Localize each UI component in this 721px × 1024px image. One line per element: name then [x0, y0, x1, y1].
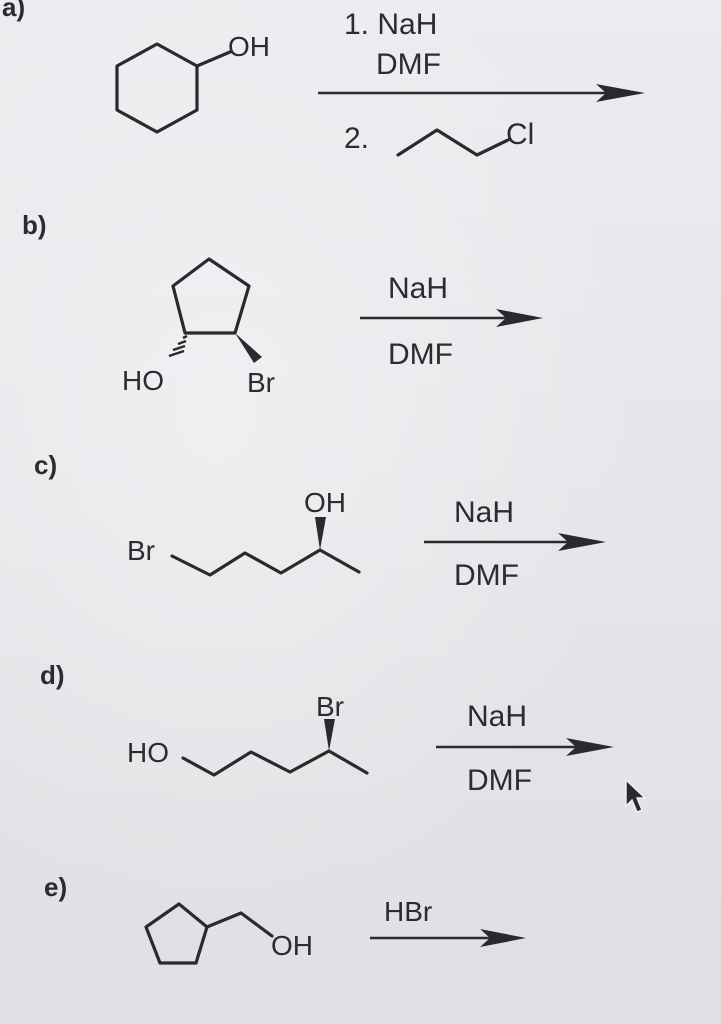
problem-c: c) Br OH NaH DMF	[34, 450, 606, 592]
mouse-cursor-icon	[625, 778, 647, 813]
problem-e: e) OH HBr	[44, 872, 526, 965]
reagent-solvent: DMF	[454, 559, 519, 592]
reagent-step-2-number: 2.	[344, 122, 369, 155]
cyclopentane-ring	[171, 257, 251, 335]
hydroxyl-group-label: HO	[127, 737, 169, 768]
solid-wedge-bond	[324, 719, 335, 751]
c-o-bond	[195, 50, 232, 68]
problem-b: b) HO Br NaH DMF	[22, 210, 543, 398]
carbon-chain	[170, 548, 361, 577]
reagent-solvent: DMF	[467, 764, 532, 797]
bromo-group-label: Br	[316, 691, 344, 722]
hydroxyl-group-label: OH	[271, 930, 313, 961]
reagent-base: NaH	[388, 272, 448, 305]
problem-d: d) HO Br NaH DMF	[40, 660, 647, 813]
reaction-arrowhead	[566, 738, 614, 756]
chloride-group-label: Cl	[506, 118, 534, 151]
hashed-wedge-bond	[168, 334, 188, 358]
reagent-acid: HBr	[384, 896, 432, 927]
problem-c-label: c)	[34, 450, 57, 480]
problem-e-label: e)	[44, 872, 67, 902]
solid-wedge-bond	[235, 333, 262, 363]
reagent-solvent: DMF	[388, 338, 453, 371]
bromo-group-label: Br	[127, 535, 155, 566]
problem-a: a) OH 1. NaH DMF 2. Cl	[2, 0, 645, 157]
reaction-arrowhead	[596, 84, 645, 102]
reaction-arrowhead	[558, 533, 606, 551]
cyclohexane-ring	[115, 42, 199, 134]
hydroxyl-group-label: OH	[304, 487, 346, 518]
hydroxyl-group-label: OH	[228, 31, 270, 62]
hydroxyl-group-label: HO	[122, 365, 164, 396]
problem-a-label: a)	[2, 0, 25, 22]
reaction-arrowhead	[496, 309, 543, 327]
cyclopentane-ring	[144, 902, 209, 965]
bromo-group-label: Br	[247, 367, 275, 398]
solid-wedge-bond	[315, 517, 326, 550]
propyl-chain	[396, 128, 510, 157]
reagent-step-1: 1. NaH	[344, 8, 437, 41]
ch2-oh-chain	[205, 911, 274, 938]
reagent-base: NaH	[467, 700, 527, 733]
reagent-solvent: DMF	[376, 48, 441, 81]
reagent-base: NaH	[454, 496, 514, 529]
problem-b-label: b)	[22, 210, 47, 240]
carbon-chain	[181, 749, 369, 777]
problem-d-label: d)	[40, 660, 65, 690]
reaction-arrowhead	[480, 929, 526, 947]
